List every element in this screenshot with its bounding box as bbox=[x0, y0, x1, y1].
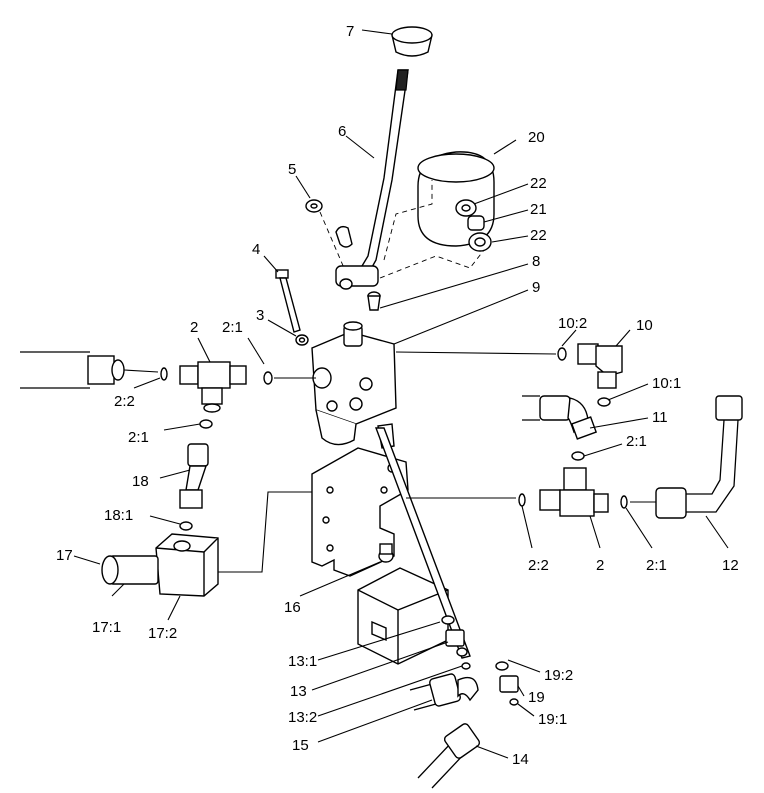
callout-15: 15 bbox=[292, 737, 309, 754]
control-rod bbox=[374, 427, 471, 659]
callout-2-1-right: 2:1 bbox=[646, 557, 667, 574]
callout-19-1: 19:1 bbox=[538, 711, 567, 728]
callout-10-1: 10:1 bbox=[652, 375, 681, 392]
callout-6: 6 bbox=[338, 123, 346, 140]
callout-2-1-lower-left: 2:1 bbox=[128, 429, 149, 446]
callout-17: 17 bbox=[56, 547, 73, 564]
oring-part-2-1-right bbox=[620, 495, 628, 509]
callout-2-1-left: 2:1 bbox=[222, 319, 243, 336]
oring-part-2-1-right-upper bbox=[571, 451, 585, 461]
callout-18-1: 18:1 bbox=[104, 507, 133, 524]
callout-4: 4 bbox=[252, 241, 260, 258]
callout-2-right: 2 bbox=[596, 557, 604, 574]
damper-part-20 bbox=[417, 151, 495, 247]
callout-2-2-right: 2:2 bbox=[528, 557, 549, 574]
oring-part-10-1 bbox=[597, 397, 611, 407]
callout-11: 11 bbox=[652, 409, 668, 426]
elbow-fitting-part-10 bbox=[577, 343, 623, 389]
callout-12: 12 bbox=[722, 557, 739, 574]
pivot-block bbox=[335, 265, 379, 290]
lever-part-6 bbox=[354, 69, 409, 279]
callout-18: 18 bbox=[132, 473, 149, 490]
callout-8: 8 bbox=[532, 253, 540, 270]
fitting-part-13 bbox=[445, 629, 468, 657]
leader-lines bbox=[73, 29, 729, 759]
hose-part-15 bbox=[409, 673, 479, 711]
bushing-part-22-bottom bbox=[468, 232, 492, 252]
hose-part-11 bbox=[522, 395, 598, 440]
fitting-part-19 bbox=[499, 675, 519, 693]
pin-part-8 bbox=[367, 291, 381, 311]
callout-19-2: 19:2 bbox=[544, 667, 573, 684]
cartridge-part-17-1 bbox=[101, 555, 159, 585]
oring-part-13-1 bbox=[441, 615, 455, 625]
knob-part-7 bbox=[391, 26, 433, 57]
oring-part-13-2 bbox=[461, 662, 471, 670]
washer-part-3 bbox=[295, 334, 309, 346]
callout-3: 3 bbox=[256, 307, 264, 324]
assembly-line-damper bbox=[379, 249, 485, 279]
callout-13-1: 13:1 bbox=[288, 653, 317, 670]
callout-13-2: 13:2 bbox=[288, 709, 317, 726]
hose-part-14 bbox=[417, 723, 481, 789]
callout-19: 19 bbox=[528, 689, 545, 706]
assembly-line-5 bbox=[319, 211, 345, 269]
callout-9: 9 bbox=[532, 279, 540, 296]
oring-part-2-2-left bbox=[160, 367, 168, 381]
tee-fitting-part-2-right bbox=[539, 467, 609, 517]
clip-part bbox=[335, 225, 353, 248]
callout-17-2: 17:2 bbox=[148, 625, 177, 642]
callout-16: 16 bbox=[284, 599, 301, 616]
callout-2-1-right-upper: 2:1 bbox=[626, 433, 647, 450]
callout-2-left: 2 bbox=[190, 319, 198, 336]
callout-labels: 7 6 20 5 22 21 22 4 8 9 2 2:1 3 10:2 10 … bbox=[56, 23, 739, 768]
callout-10: 10 bbox=[636, 317, 653, 334]
hose-left-upper bbox=[20, 351, 159, 389]
callout-22-top: 22 bbox=[530, 175, 547, 192]
assembly-line-right bbox=[395, 351, 557, 355]
bushing-part-22-top bbox=[455, 199, 477, 217]
oring-part-2-1-left bbox=[263, 371, 273, 385]
callout-21: 21 bbox=[530, 201, 547, 218]
callout-20: 20 bbox=[528, 129, 545, 146]
nut-part-5 bbox=[305, 199, 323, 213]
callout-22-bottom: 22 bbox=[530, 227, 547, 244]
bolt-part-4 bbox=[275, 269, 301, 333]
callout-5: 5 bbox=[288, 161, 296, 178]
oring-part-10-2 bbox=[557, 347, 567, 361]
oring-part-19-1 bbox=[509, 698, 519, 706]
oring-part-2-2-right bbox=[518, 493, 526, 507]
tube-part-12 bbox=[655, 395, 743, 519]
callout-13: 13 bbox=[290, 683, 307, 700]
oring-part-19-2 bbox=[495, 661, 509, 671]
fitting-part-16 bbox=[378, 543, 394, 563]
callout-14: 14 bbox=[512, 751, 529, 768]
callout-2-2-left: 2:2 bbox=[114, 393, 135, 410]
adapter-part-18 bbox=[179, 443, 209, 509]
assembly-line-block bbox=[218, 491, 312, 573]
oring-part-2-1-lower-left bbox=[199, 419, 213, 429]
assembly-line-damper-2 bbox=[383, 180, 433, 261]
oring-part-18-1 bbox=[179, 521, 193, 531]
callout-17-1: 17:1 bbox=[92, 619, 121, 636]
callout-7: 7 bbox=[346, 23, 354, 40]
valve-block-part-17-2 bbox=[155, 533, 219, 597]
callout-10-2: 10:2 bbox=[558, 315, 587, 332]
tee-fitting-part-2-left bbox=[179, 361, 247, 413]
spacer-part-21 bbox=[467, 215, 485, 231]
